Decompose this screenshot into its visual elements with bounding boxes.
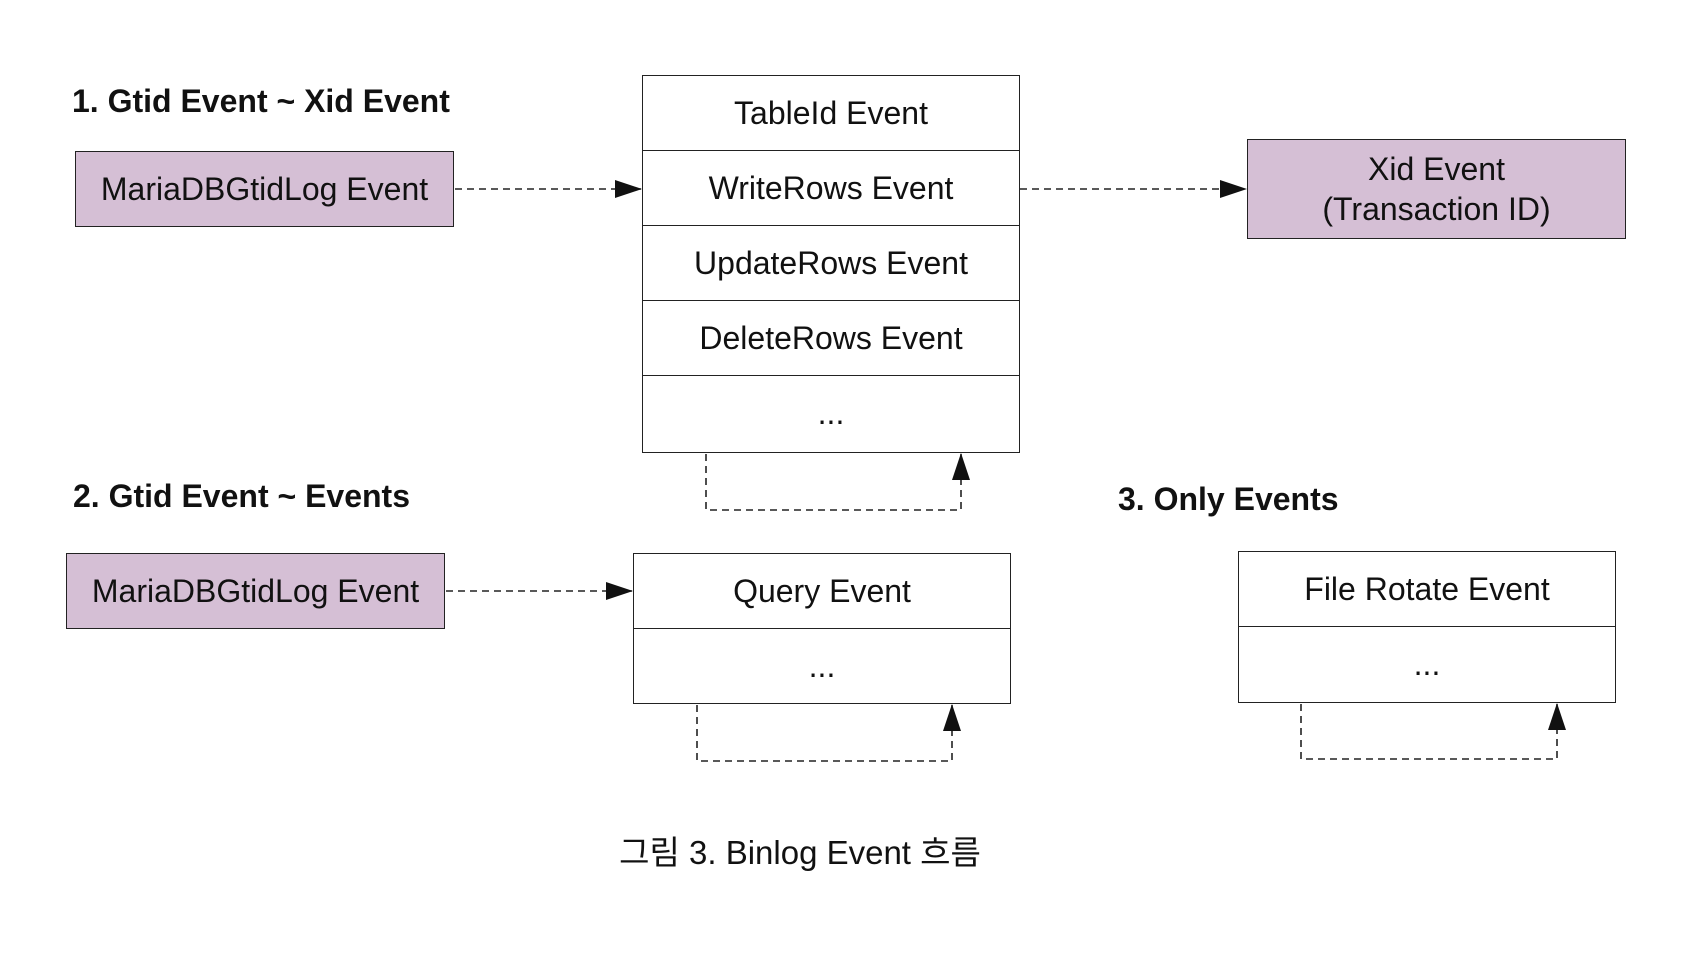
stack-cell-ellipsis: ...: [808, 648, 836, 684]
section2-gtid-event-box: MariaDBGtidLog Event: [66, 553, 445, 629]
stack-cell-tableid: TableId Event: [643, 76, 1019, 151]
figure-caption: 그림 3. Binlog Event 흐름: [619, 834, 981, 871]
section1-xid-event-box: Xid Event (Transaction ID): [1247, 139, 1626, 239]
section3-heading: 3. Only Events: [1118, 481, 1339, 517]
loop-arrow-section2: [696, 704, 961, 762]
section3-event-stack: File Rotate Event ...: [1238, 551, 1616, 703]
stack-cell-writerows: WriteRows Event: [643, 151, 1019, 226]
stack-cell-query: Query Event: [634, 554, 1010, 629]
stack-cell-ellipsis: ...: [1413, 646, 1441, 682]
section2-event-stack: Query Event ...: [633, 553, 1011, 704]
xid-event-sublabel: (Transaction ID): [1322, 191, 1551, 227]
section1-gtid-event-box: MariaDBGtidLog Event: [75, 151, 454, 227]
section2-gtid-event-label: MariaDBGtidLog Event: [91, 573, 420, 609]
section2-heading: 2. Gtid Event ~ Events: [73, 478, 410, 514]
stack-cell-ellipsis: ...: [817, 395, 845, 431]
loop-arrow-section1: [705, 453, 970, 511]
section1-event-stack: TableId Event WriteRows Event UpdateRows…: [642, 75, 1020, 453]
section1-heading: 1. Gtid Event ~ Xid Event: [72, 83, 450, 119]
loop-arrow-section3: [1300, 703, 1566, 760]
section1-gtid-event-label: MariaDBGtidLog Event: [100, 171, 429, 207]
xid-event-label: Xid Event: [1368, 151, 1505, 187]
stack-cell-updaterows: UpdateRows Event: [643, 226, 1019, 301]
stack-cell-file-rotate: File Rotate Event: [1239, 552, 1615, 627]
stack-cell-deleterows: DeleteRows Event: [643, 301, 1019, 376]
